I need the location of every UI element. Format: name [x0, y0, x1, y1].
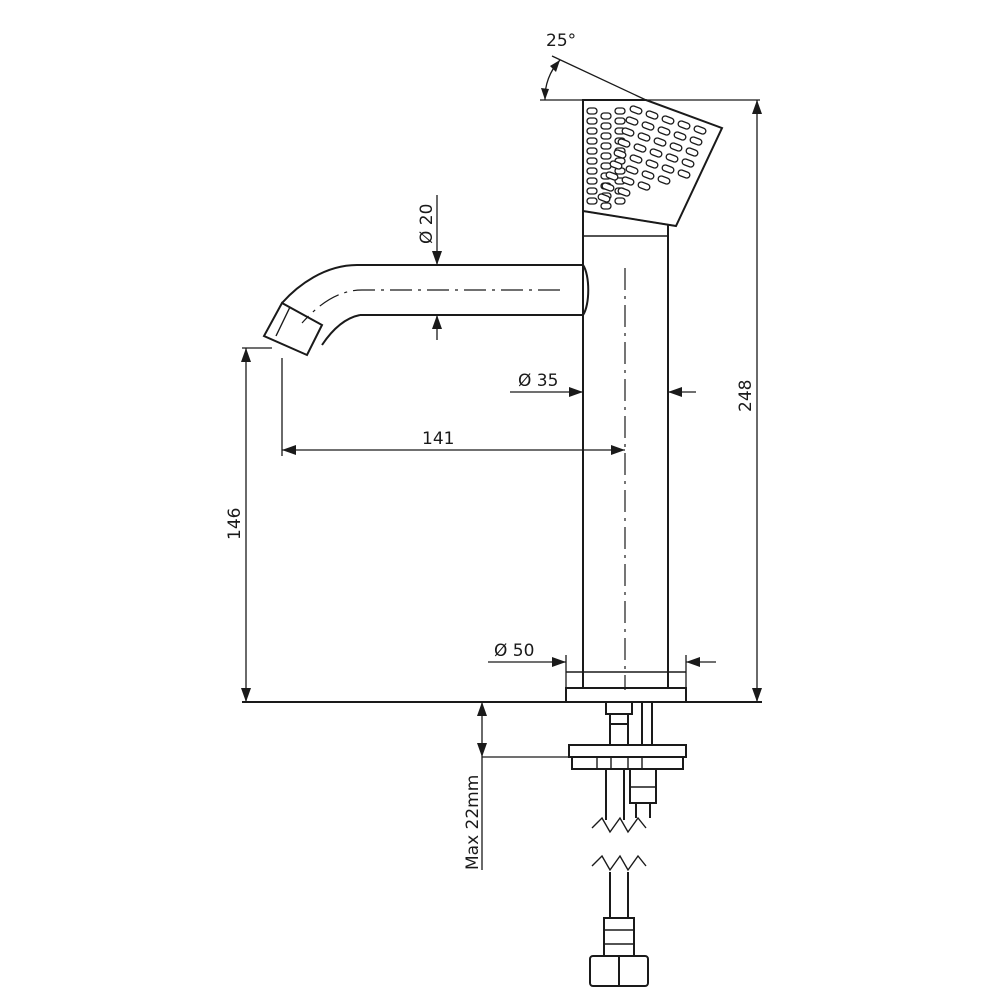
perforation-hole [614, 117, 626, 125]
label-spout-diameter: Ø 20 [417, 204, 437, 244]
dim-spout-diameter: Ø 20 [417, 195, 442, 340]
dim-max-deck: Max 22mm [463, 702, 569, 870]
perforation-hole [677, 120, 691, 130]
perforation-hole [586, 187, 598, 195]
perforation-hole [629, 154, 643, 164]
perforation-hole [614, 107, 626, 115]
label-base-diameter: Ø 50 [494, 641, 534, 661]
perforation-hole [641, 170, 655, 180]
perforation-hole [649, 148, 663, 158]
perforation-hole [681, 158, 695, 168]
perforation-hole [625, 165, 639, 175]
perforation-hole [637, 181, 651, 191]
perforation-hole [661, 164, 675, 174]
handle-perforations [586, 105, 707, 210]
perforation-hole [600, 202, 612, 210]
perforation-hole [685, 147, 699, 157]
perforation-hole [653, 137, 667, 147]
perforation-hole [586, 177, 598, 185]
label-spout-height: 146 [225, 508, 245, 540]
perforation-hole [586, 127, 598, 135]
perforation-hole [689, 136, 703, 146]
perforation-hole [605, 171, 619, 181]
perforation-hole [609, 160, 623, 170]
perforation-hole [641, 121, 655, 131]
perforation-hole [657, 175, 671, 185]
handle [582, 99, 724, 228]
label-max-deck: Max 22mm [463, 775, 483, 870]
perforation-hole [645, 110, 659, 120]
perforation-hole [597, 193, 611, 203]
perforation-hole [586, 137, 598, 145]
perforation-hole [693, 125, 707, 135]
perforation-hole [614, 197, 626, 205]
mounting-kit [568, 701, 687, 987]
perforation-hole [669, 142, 683, 152]
dim-reach: 141 [281, 358, 625, 456]
dim-spout-height: 146 [225, 347, 272, 702]
perforation-hole [586, 197, 598, 205]
perforation-hole [661, 115, 675, 125]
perforation-hole [613, 149, 627, 159]
perforation-hole [625, 116, 639, 126]
perforation-hole [586, 167, 598, 175]
dim-base-diameter: Ø 50 [488, 641, 716, 688]
perforation-hole [617, 187, 631, 197]
label-total-height: 248 [736, 380, 756, 412]
perforation-hole [600, 122, 612, 130]
dim-total-height: 248 [736, 100, 762, 702]
perforation-hole [645, 159, 659, 169]
perforation-hole [621, 176, 635, 186]
perforation-hole [629, 105, 643, 115]
perforation-hole [586, 107, 598, 115]
perforation-hole [600, 112, 612, 120]
perforation-hole [665, 153, 679, 163]
dim-body-diameter: Ø 35 [510, 371, 696, 397]
perforation-hole [633, 143, 647, 153]
perforation-hole [600, 132, 612, 140]
perforation-hole [600, 142, 612, 150]
label-reach: 141 [422, 429, 454, 449]
dim-angle: 25° [540, 31, 760, 101]
perforation-hole [637, 132, 651, 142]
perforation-hole [621, 127, 635, 137]
perforation-hole [673, 131, 687, 141]
perforation-hole [586, 157, 598, 165]
perforation-hole [586, 147, 598, 155]
label-angle: 25° [546, 31, 576, 51]
spout [262, 264, 590, 357]
faucet-body [565, 211, 687, 703]
perforation-hole [600, 152, 612, 160]
perforation-hole [677, 169, 691, 179]
perforation-hole [586, 117, 598, 125]
label-body-diameter: Ø 35 [518, 371, 558, 391]
perforation-hole [601, 182, 615, 192]
perforation-hole [617, 138, 631, 148]
perforation-hole [657, 126, 671, 136]
